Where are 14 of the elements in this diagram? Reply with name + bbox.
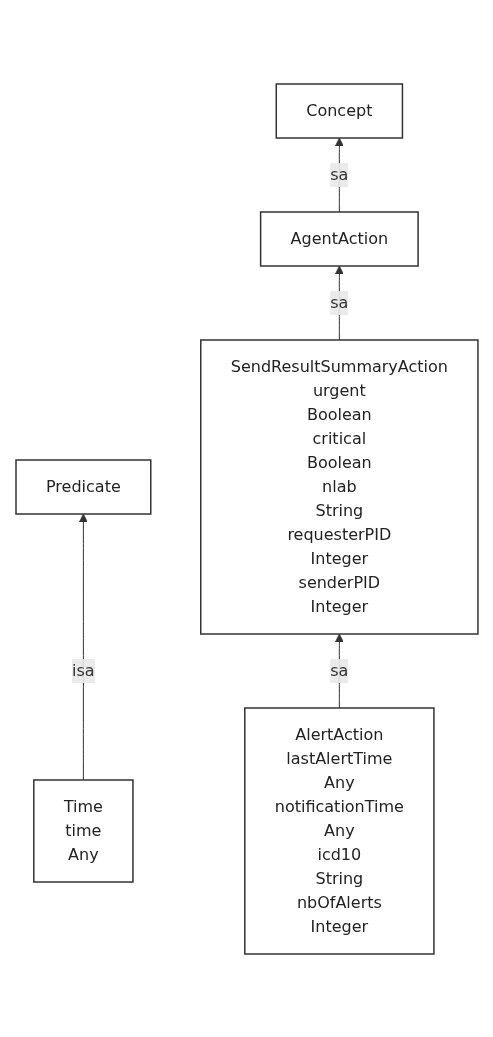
- arrow: [334, 265, 344, 340]
- arrow: [78, 513, 88, 780]
- edge-label: sa: [329, 292, 348, 312]
- edge-label: isa: [71, 660, 95, 680]
- node-box: Time time Any: [32, 778, 134, 883]
- node-box: Predicate: [14, 458, 152, 515]
- arrow: [334, 633, 344, 708]
- edge-label: sa: [329, 164, 348, 184]
- arrow: [334, 137, 344, 212]
- node-box: AlertAction lastAlertTime Any notificationTime Any icd10 String nbOfAlerts Integer: [243, 706, 435, 955]
- node-box: AgentAction: [259, 210, 419, 267]
- node-box: SendResultSummaryAction urgent Boolean critical Boolean nlab String requesterPID Integer senderPID Integer: [199, 338, 479, 635]
- node-box: Concept: [275, 82, 403, 139]
- edge-label: sa: [329, 660, 348, 680]
